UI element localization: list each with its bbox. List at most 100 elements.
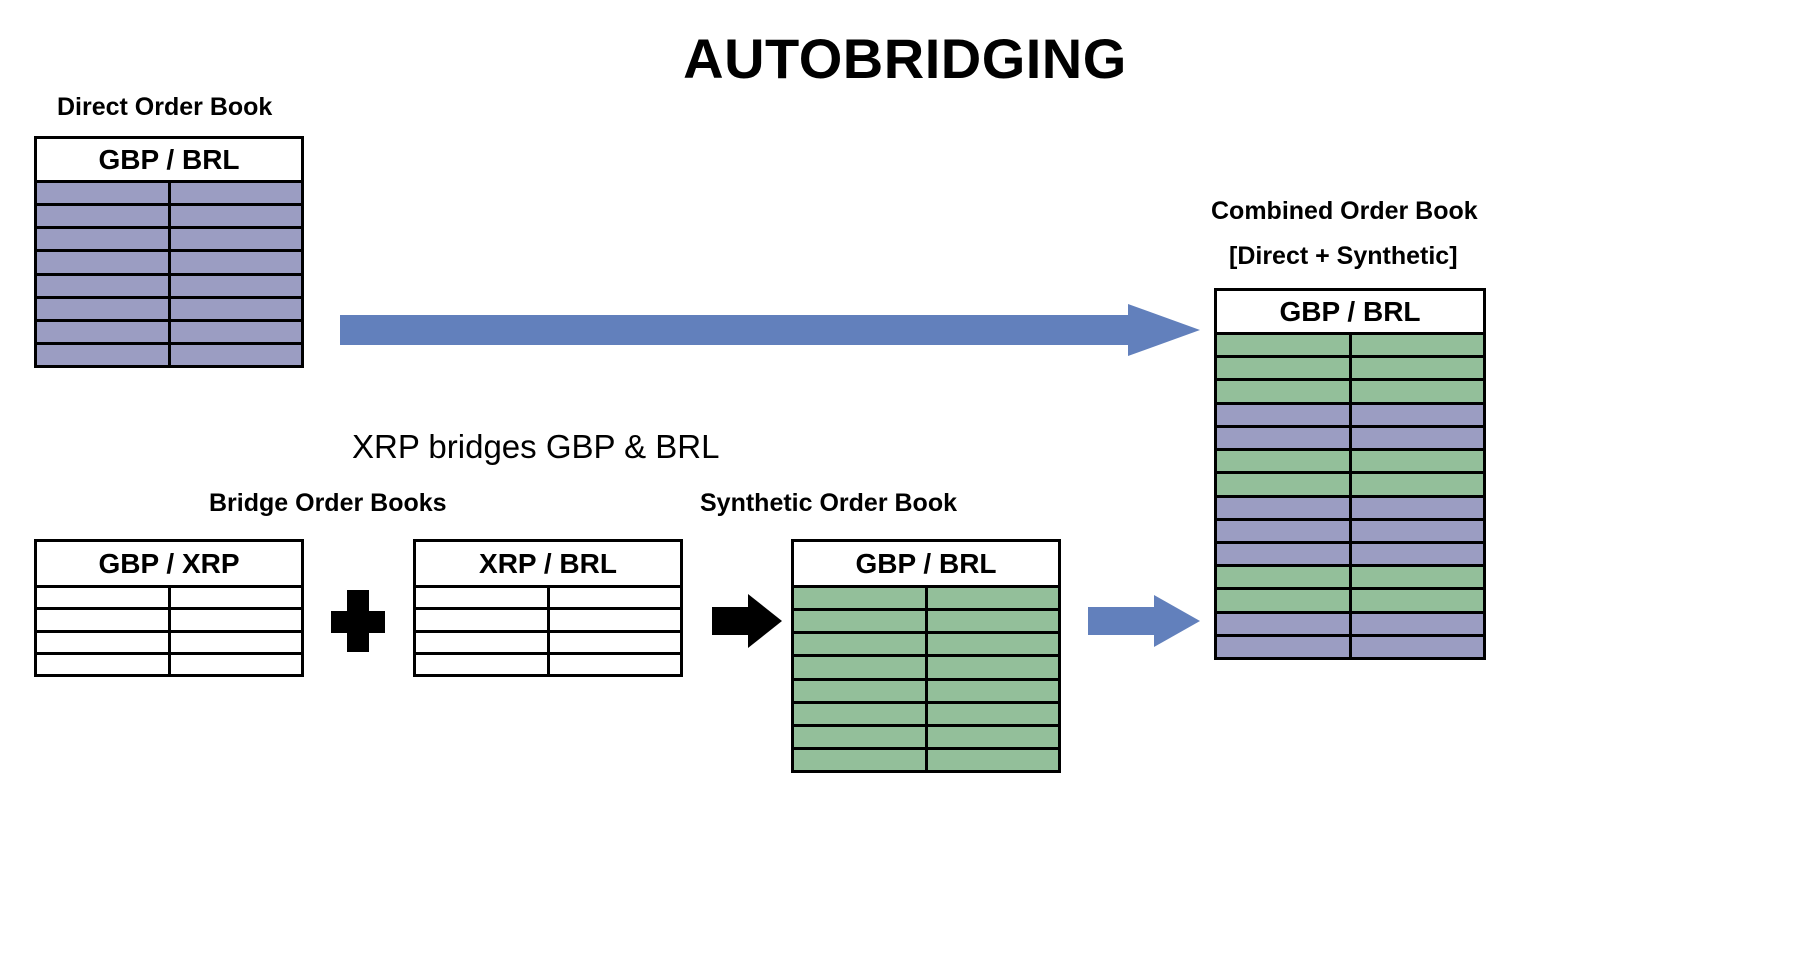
order-book-cell — [927, 749, 1058, 770]
order-book-cell — [1217, 567, 1352, 588]
order-book-cell — [1351, 358, 1483, 379]
order-book-cell — [549, 654, 680, 674]
order-book-row — [1217, 520, 1483, 544]
order-book-cell — [1217, 636, 1352, 658]
order-book-row — [37, 252, 301, 276]
order-book-cell — [1351, 613, 1483, 634]
order-book-cell — [794, 726, 928, 747]
direct-order-book-label: Direct Order Book — [57, 93, 273, 121]
bridge-order-books-label: Bridge Order Books — [209, 489, 447, 517]
order-book-cell — [37, 206, 171, 227]
order-book-cell — [794, 634, 928, 655]
order-book-row — [1217, 404, 1483, 428]
order-book-row — [37, 321, 301, 345]
order-book-cell — [1351, 567, 1483, 588]
order-book-cell — [37, 610, 171, 630]
synthetic-order-book-rows — [794, 588, 1058, 770]
order-book-cell — [170, 610, 301, 630]
order-book-cell — [1217, 474, 1352, 495]
order-book-row — [416, 654, 680, 674]
order-book-cell — [1217, 497, 1352, 518]
bridge-order-book-gbp-xrp-header: GBP / XRP — [37, 542, 301, 588]
order-book-cell — [170, 298, 301, 319]
order-book-row — [1217, 543, 1483, 568]
order-book-cell — [794, 703, 928, 724]
order-book-row — [1217, 358, 1483, 382]
order-book-cell — [1351, 427, 1483, 449]
order-book-cell — [1217, 427, 1352, 449]
order-book-cell — [1351, 404, 1483, 425]
order-book-cell — [1351, 474, 1483, 495]
order-book-row — [37, 183, 301, 207]
order-book-cell — [37, 183, 171, 204]
plus-vertical-bar — [347, 590, 369, 652]
order-book-row — [416, 632, 680, 655]
order-book-row — [37, 610, 301, 633]
order-book-row — [1217, 335, 1483, 359]
direct-order-book-rows — [37, 183, 301, 365]
arrow-shaft — [1088, 607, 1156, 635]
order-book-cell — [1217, 451, 1352, 472]
combined-order-book-header: GBP / BRL — [1217, 291, 1483, 335]
order-book-row — [1217, 427, 1483, 452]
combined-order-book-rows — [1217, 335, 1483, 658]
order-book-cell — [170, 588, 301, 608]
order-book-cell — [1351, 590, 1483, 611]
order-book-cell — [927, 680, 1058, 701]
order-book-cell — [1217, 381, 1352, 402]
order-book-row — [794, 726, 1058, 750]
order-book-cell — [37, 275, 171, 296]
order-book-cell — [170, 632, 301, 652]
order-book-cell — [927, 611, 1058, 632]
order-book-row — [1217, 613, 1483, 637]
combined-order-book-sublabel: [Direct + Synthetic] — [1229, 242, 1458, 270]
order-book-cell — [1351, 497, 1483, 518]
order-book-cell — [37, 252, 171, 273]
order-book-row — [37, 275, 301, 299]
order-book-cell — [1217, 335, 1352, 356]
order-book-row — [794, 703, 1058, 727]
order-book-cell — [1217, 404, 1352, 425]
combined-order-book-label: Combined Order Book — [1211, 197, 1478, 225]
order-book-cell — [170, 344, 301, 365]
order-book-cell — [927, 634, 1058, 655]
order-book-row — [1217, 497, 1483, 521]
order-book-cell — [549, 632, 680, 652]
bridge-order-book-xrp-brl-header: XRP / BRL — [416, 542, 680, 588]
order-book-cell — [927, 703, 1058, 724]
bridge-order-book-xrp-brl-table: XRP / BRL — [413, 539, 683, 677]
order-book-row — [794, 588, 1058, 612]
order-book-row — [416, 588, 680, 611]
order-book-cell — [37, 229, 171, 250]
arrow-head — [748, 594, 782, 648]
order-book-row — [794, 634, 1058, 658]
order-book-cell — [549, 588, 680, 608]
order-book-cell — [1351, 636, 1483, 658]
order-book-row — [1217, 636, 1483, 658]
order-book-cell — [170, 654, 301, 674]
order-book-row — [794, 749, 1058, 770]
order-book-cell — [170, 321, 301, 342]
order-book-cell — [416, 632, 550, 652]
order-book-cell — [170, 275, 301, 296]
arrow-direct-to-combined-icon — [340, 304, 1200, 356]
order-book-row — [1217, 590, 1483, 614]
order-book-cell — [37, 654, 171, 674]
order-book-cell — [37, 321, 171, 342]
order-book-cell — [37, 344, 171, 365]
synthetic-order-book-label: Synthetic Order Book — [700, 489, 957, 517]
order-book-cell — [170, 206, 301, 227]
order-book-cell — [416, 588, 550, 608]
order-book-row — [37, 206, 301, 230]
order-book-row — [416, 610, 680, 633]
order-book-cell — [1217, 520, 1352, 541]
direct-order-book-header: GBP / BRL — [37, 139, 301, 183]
order-book-cell — [1351, 543, 1483, 565]
order-book-cell — [549, 610, 680, 630]
order-book-cell — [927, 726, 1058, 747]
direct-order-book-table: GBP / BRL — [34, 136, 304, 368]
order-book-cell — [37, 588, 171, 608]
page-title: AUTOBRIDGING — [683, 27, 1127, 90]
arrow-head — [1154, 595, 1200, 647]
bridge-order-book-gbp-xrp-rows — [37, 588, 301, 674]
